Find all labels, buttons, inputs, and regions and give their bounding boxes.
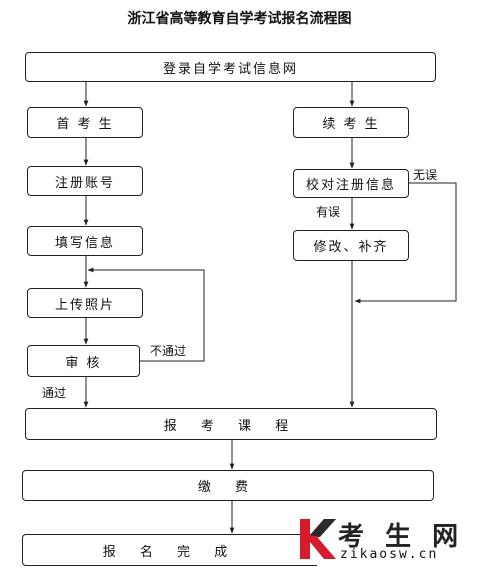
node-completed: 报 名 完 成 — [22, 534, 317, 566]
node-register-account: 注册账号 — [27, 166, 143, 196]
arrow-review-not-passed — [87, 267, 205, 362]
label-has-error: 有误 — [316, 205, 341, 219]
node-verify-info: 校对注册信息 — [293, 169, 409, 198]
node-first-time-candidate: 首 考 生 — [27, 107, 143, 138]
node-course-register: 报 考 课 程 — [25, 408, 437, 440]
watermark-url: zikaosw.cn — [340, 547, 439, 562]
label-no-error: 无误 — [413, 168, 438, 182]
arrow-verify-no-error — [354, 182, 457, 304]
watermark-text: 考 生 网 — [338, 522, 465, 552]
label-not-passed: 不通过 — [150, 344, 187, 358]
node-payment: 缴 费 — [22, 470, 434, 501]
node-review: 审 核 — [27, 345, 140, 377]
node-upload-photo: 上传照片 — [27, 288, 143, 318]
node-modify-fill: 修改、补齐 — [293, 230, 409, 261]
node-login: 登录自学考试信息网 — [25, 52, 436, 82]
label-passed: 通过 — [42, 386, 67, 400]
watermark-logo-icon — [300, 519, 336, 559]
node-returning-candidate: 续 考 生 — [293, 107, 409, 138]
node-fill-info: 填写信息 — [27, 226, 143, 256]
page-title: 浙江省高等教育自学考试报名流程图 — [127, 11, 352, 27]
